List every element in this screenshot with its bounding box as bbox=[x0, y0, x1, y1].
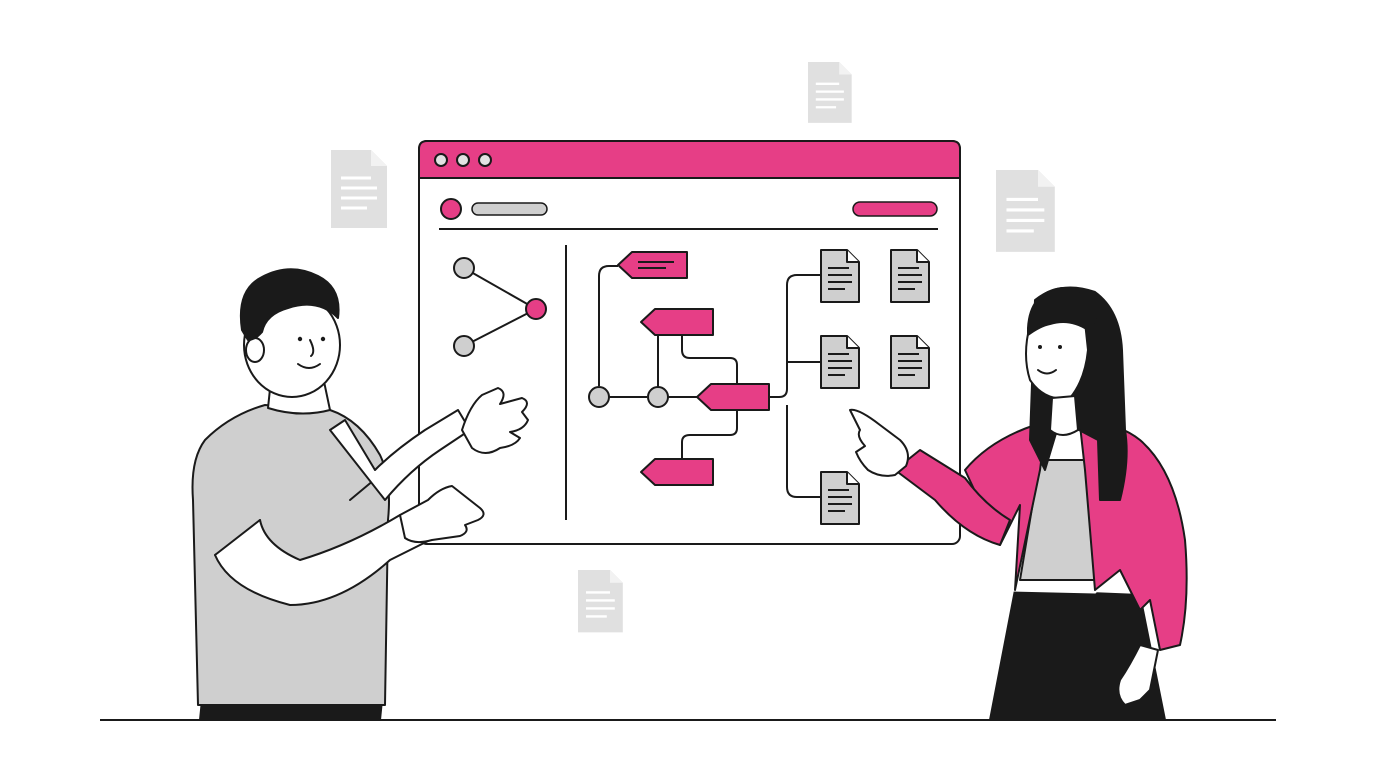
action-button[interactable] bbox=[852, 201, 938, 217]
tree-branch-node[interactable] bbox=[647, 386, 669, 408]
tag-node-top[interactable] bbox=[617, 251, 688, 279]
window-minimize-dot[interactable] bbox=[456, 153, 470, 167]
tag-node-upper[interactable] bbox=[640, 308, 714, 336]
avatar[interactable] bbox=[440, 198, 462, 220]
floating-document-icon bbox=[329, 148, 389, 230]
man-presenting bbox=[191, 268, 529, 721]
title-bar bbox=[418, 140, 961, 179]
woman-pointing bbox=[849, 286, 1188, 721]
window-close-dot[interactable] bbox=[434, 153, 448, 167]
document-icon[interactable] bbox=[890, 249, 930, 303]
document-icon[interactable] bbox=[820, 249, 860, 303]
document-icon[interactable] bbox=[820, 471, 860, 525]
tag-node-lower[interactable] bbox=[640, 458, 714, 486]
window-maximize-dot[interactable] bbox=[478, 153, 492, 167]
tag-node-center[interactable] bbox=[696, 383, 770, 411]
document-icon[interactable] bbox=[820, 335, 860, 389]
document-icon[interactable] bbox=[890, 335, 930, 389]
app-window bbox=[418, 140, 961, 545]
search-bar[interactable] bbox=[471, 202, 548, 216]
tree-connectors bbox=[598, 265, 820, 498]
share-graph-icon bbox=[453, 257, 547, 357]
floating-document-icon bbox=[576, 568, 624, 634]
tree-root-node[interactable] bbox=[588, 386, 610, 408]
floating-document-icon bbox=[806, 60, 853, 125]
floating-document-icon bbox=[994, 168, 1057, 254]
